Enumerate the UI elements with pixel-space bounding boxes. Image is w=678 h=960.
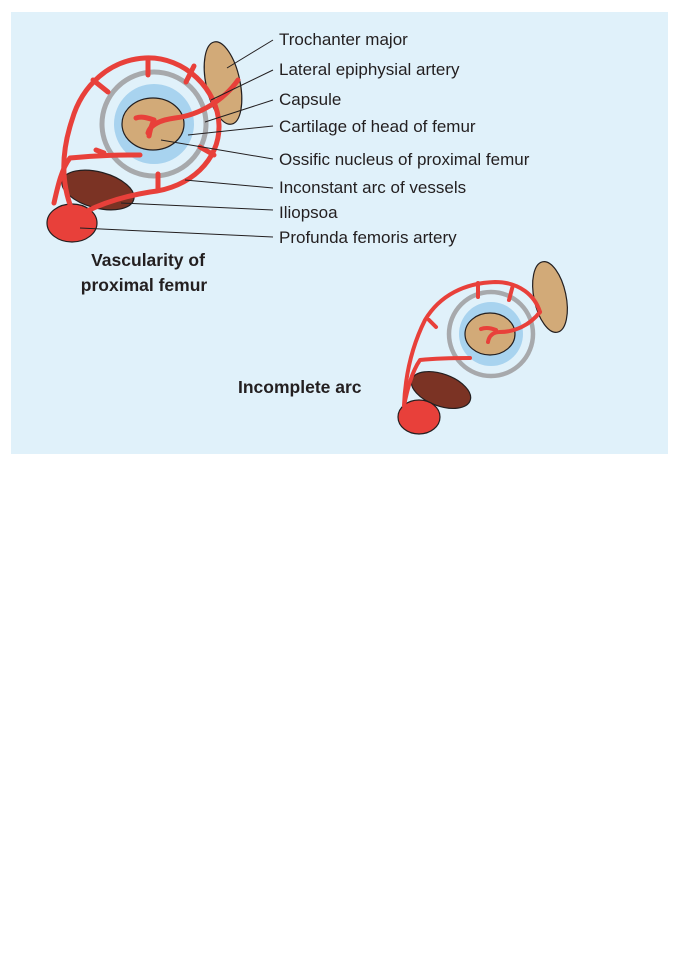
label-lateral-epiphysial-artery: Lateral epiphysial artery xyxy=(279,60,460,79)
label-cartilage-head-femur: Cartilage of head of femur xyxy=(279,117,476,136)
caption-main-line2: proximal femur xyxy=(81,275,208,295)
label-trochanter-major: Trochanter major xyxy=(279,30,408,49)
caption-incomplete-arc: Incomplete arc xyxy=(238,377,362,397)
capsule-ring xyxy=(99,69,209,179)
label-capsule: Capsule xyxy=(279,90,341,109)
label-iliopsoa: Iliopsoa xyxy=(279,203,338,222)
incomplete-arc-diagram xyxy=(397,261,568,435)
arterial-arc xyxy=(51,55,241,215)
labels: Trochanter major Lateral epiphysial arte… xyxy=(279,30,530,247)
leader-lines xyxy=(79,39,274,238)
main-femur-diagram xyxy=(46,41,243,243)
label-inconstant-arc: Inconstant arc of vessels xyxy=(279,178,466,197)
caption-main-line1: Vascularity of xyxy=(91,250,205,270)
incomplete-capsule-ring xyxy=(446,289,536,379)
label-profunda-femoris: Profunda femoris artery xyxy=(279,228,457,247)
incomplete-arterial-arc xyxy=(402,280,542,408)
incomplete-profunda-shape xyxy=(397,399,441,435)
label-ossific-nucleus: Ossific nucleus of proximal femur xyxy=(279,150,530,169)
